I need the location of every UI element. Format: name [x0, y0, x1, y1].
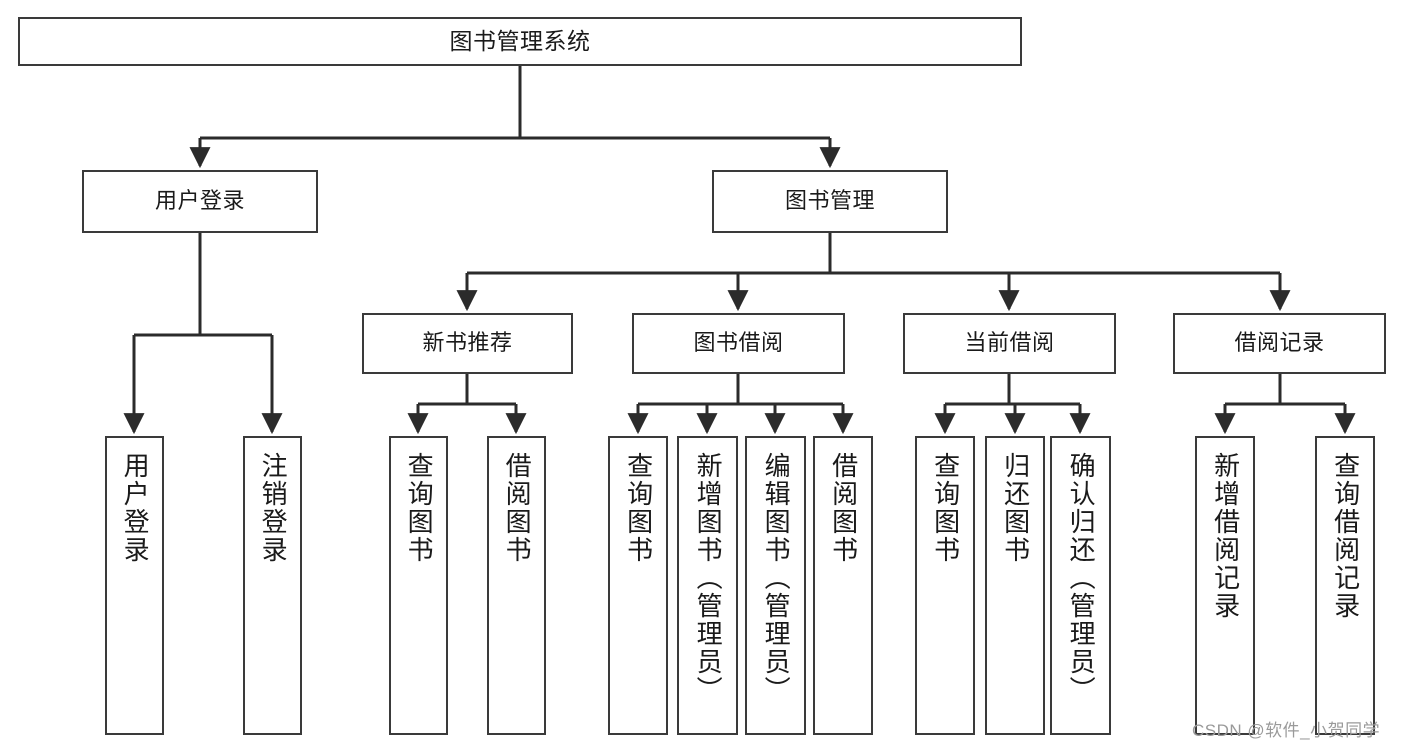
node-user-login-label: 用户登录	[154, 188, 245, 214]
node-leaf-query-book-3[interactable]: 查询图书	[915, 436, 975, 735]
node-leaf-return-book-label: 归还图书	[1000, 452, 1031, 564]
node-leaf-query-record-label: 查询借阅记录	[1330, 452, 1361, 620]
watermark: CSDN @软件_小贺同学	[1192, 721, 1381, 740]
node-leaf-borrow-book-1-label: 借阅图书	[502, 452, 533, 564]
node-borrow-record-label: 借阅记录	[1234, 330, 1325, 356]
node-book-borrow-label: 图书借阅	[693, 330, 784, 356]
node-leaf-borrow-book-2[interactable]: 借阅图书	[813, 436, 873, 735]
node-leaf-query-book-2-label: 查询图书	[623, 452, 654, 564]
node-leaf-user-login[interactable]: 用户登录	[105, 436, 164, 735]
node-user-login[interactable]: 用户登录	[82, 170, 318, 233]
node-borrow-record[interactable]: 借阅记录	[1173, 313, 1386, 374]
node-leaf-user-logout[interactable]: 注销登录	[243, 436, 302, 735]
node-leaf-confirm-return[interactable]: 确认归还（管理员）	[1050, 436, 1111, 735]
node-leaf-user-logout-label: 注销登录	[258, 452, 289, 564]
node-leaf-borrow-book-2-label: 借阅图书	[828, 452, 859, 564]
node-root[interactable]: 图书管理系统	[18, 17, 1022, 66]
node-leaf-user-login-label: 用户登录	[120, 452, 151, 564]
node-leaf-add-book-label: 新增图书（管理员）	[693, 452, 724, 704]
node-leaf-return-book[interactable]: 归还图书	[985, 436, 1045, 735]
node-leaf-query-book-1[interactable]: 查询图书	[389, 436, 448, 735]
node-leaf-confirm-return-label: 确认归还（管理员）	[1066, 452, 1097, 704]
node-current-borrow-label: 当前借阅	[964, 330, 1055, 356]
node-leaf-query-book-3-label: 查询图书	[930, 452, 961, 564]
node-root-label: 图书管理系统	[449, 27, 591, 54]
node-book-mgmt[interactable]: 图书管理	[712, 170, 948, 233]
node-leaf-borrow-book-1[interactable]: 借阅图书	[487, 436, 546, 735]
node-book-mgmt-label: 图书管理	[784, 188, 875, 214]
node-leaf-query-book-2[interactable]: 查询图书	[608, 436, 668, 735]
node-new-book-rec-label: 新书推荐	[422, 330, 513, 356]
node-leaf-add-record[interactable]: 新增借阅记录	[1195, 436, 1255, 735]
node-leaf-add-book[interactable]: 新增图书（管理员）	[677, 436, 738, 735]
node-book-borrow[interactable]: 图书借阅	[632, 313, 845, 374]
node-new-book-rec[interactable]: 新书推荐	[362, 313, 573, 374]
node-leaf-edit-book-label: 编辑图书（管理员）	[761, 452, 792, 704]
node-leaf-query-book-1-label: 查询图书	[404, 452, 435, 564]
node-leaf-add-record-label: 新增借阅记录	[1210, 452, 1241, 620]
node-current-borrow[interactable]: 当前借阅	[903, 313, 1116, 374]
node-leaf-edit-book[interactable]: 编辑图书（管理员）	[745, 436, 806, 735]
node-leaf-query-record[interactable]: 查询借阅记录	[1315, 436, 1375, 735]
